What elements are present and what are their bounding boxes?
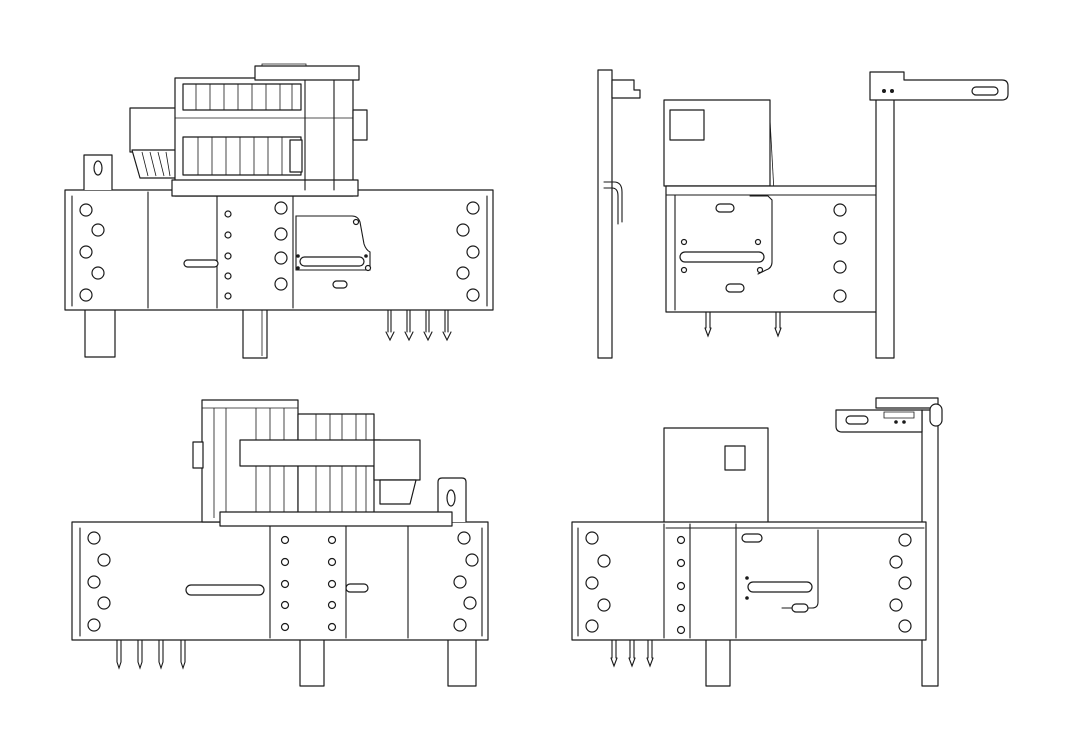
pin-d (628, 639, 636, 668)
slot-left (183, 259, 219, 268)
slot-small (332, 280, 348, 289)
slot-long (679, 251, 765, 263)
side-holes-left (585, 531, 611, 633)
left-leg (84, 304, 116, 358)
terminal-pins (385, 309, 452, 342)
arm-bracket (869, 71, 1009, 101)
pin-e (646, 639, 654, 668)
cooling-fins-top (182, 83, 302, 111)
rear-slot (185, 584, 265, 596)
cooling-fins-bottom (182, 136, 303, 176)
side-holes-column (676, 535, 686, 635)
mounting-holes-side (833, 203, 847, 303)
side-window (724, 445, 746, 471)
mounting-holes-left (79, 203, 105, 302)
view-top-right (597, 69, 1009, 359)
hole-column-post (274, 201, 288, 291)
leg-right (447, 635, 477, 687)
terminal-pins-rear (116, 639, 186, 670)
view-bottom-right (571, 397, 943, 687)
slot-center (299, 256, 365, 267)
window-square (669, 109, 705, 141)
adjust-bracket (295, 215, 371, 271)
rear-holes-left (87, 531, 111, 632)
rear-base-plate (71, 521, 489, 641)
post-eye (929, 403, 943, 427)
right-post (875, 97, 895, 359)
view-bottom-left (71, 399, 489, 687)
post-holes (327, 535, 337, 632)
pin-a (704, 311, 712, 338)
pin-c (610, 639, 618, 668)
bar-clamp (611, 79, 641, 99)
mounting-holes-right (456, 201, 480, 302)
view-top-left (64, 63, 494, 359)
rear-upper-assembly (192, 399, 453, 527)
small-hole-column (224, 210, 232, 300)
upper-assembly (129, 63, 368, 197)
rear-small-holes (280, 535, 290, 632)
side-slot (747, 581, 813, 593)
rear-holes-right (453, 531, 479, 632)
vertical-bar (597, 69, 613, 359)
side-holes-right (889, 533, 912, 633)
pin-b (774, 311, 782, 338)
side-upper-enclosure (663, 427, 769, 525)
